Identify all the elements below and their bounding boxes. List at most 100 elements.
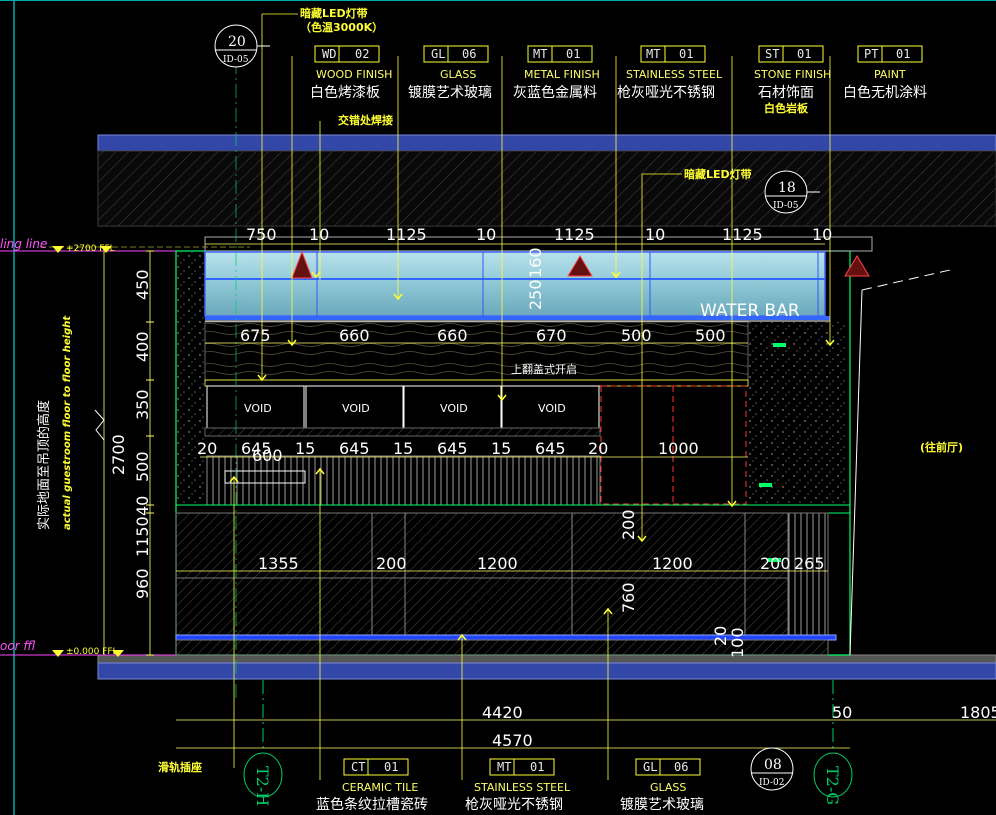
void-label: VOID — [538, 402, 566, 415]
dim-label: 20 — [711, 626, 730, 646]
dim-label: 760 — [619, 582, 638, 613]
dim-label: 750 — [246, 225, 277, 244]
tag-num: 01 — [797, 47, 811, 61]
tag-en: STAINLESS STEEL — [626, 68, 723, 81]
tag-code: GL — [431, 47, 445, 61]
tag-code: GL — [643, 760, 657, 774]
dim-label: 600 — [252, 446, 283, 465]
tag-cn: 枪灰哑光不锈钢 — [617, 84, 715, 101]
section-bubble-number: 08 — [764, 757, 782, 773]
dim-label: 1125 — [554, 225, 595, 244]
ceiling-line-label: ling line — [0, 237, 47, 251]
note-led-strip-mid: 暗藏LED灯带 — [684, 167, 752, 181]
dim-label: 10 — [309, 225, 329, 244]
tag-cn2: 白色岩板 — [764, 101, 809, 115]
dim-label: 250 — [526, 279, 545, 310]
tag-en: GLASS — [440, 68, 476, 81]
dim-label: 500 — [695, 326, 726, 345]
grid-axis-label: T2-G — [823, 766, 842, 805]
dim-label: 1355 — [258, 554, 299, 573]
height-label-en: actual guestroom floor to floor height — [62, 315, 73, 530]
dim-label: 960 — [133, 568, 152, 599]
dim-label: 400 — [133, 331, 152, 362]
note-slide-socket: 滑轨插座 — [158, 760, 202, 774]
dim-label: 265 — [794, 554, 825, 573]
note-led-strip-top: 暗藏LED灯带 — [300, 6, 368, 20]
dim-label: 1150 — [133, 516, 152, 557]
tag-num: 06 — [674, 760, 688, 774]
dim-label: 1200 — [477, 554, 518, 573]
section-bubble-sheet: ID-02 — [759, 778, 784, 788]
tag-num: 01 — [679, 47, 693, 61]
tag-num: 01 — [384, 760, 398, 774]
material-tag-ct01: CT 01 CERAMIC TILE 蓝色条纹拉槽瓷砖 — [316, 760, 428, 813]
dim-label: 1200 — [652, 554, 693, 573]
material-tags-top — [314, 45, 923, 63]
water-bar-label: WATER BAR — [700, 301, 800, 321]
tag-cn: 枪灰哑光不锈钢 — [465, 796, 563, 813]
dim-label: 670 — [536, 326, 567, 345]
tag-cn: 灰蓝色金属料 — [513, 84, 597, 101]
dim-label: 15 — [491, 439, 511, 458]
dim-label: 200 — [760, 554, 791, 573]
tag-cn: 石材饰面 — [758, 85, 814, 101]
note-to-lobby: (往前厅) — [920, 440, 963, 454]
dim-label: 350 — [133, 389, 152, 420]
section-bubble-number: 18 — [778, 180, 796, 196]
material-tag-mt01-steel: MT 01 STAINLESS STEEL 枪灰哑光不锈钢 — [617, 47, 723, 101]
tag-code: PT — [864, 47, 878, 61]
dim-label: 660 — [437, 326, 468, 345]
tag-en: CERAMIC TILE — [342, 781, 418, 794]
section-bubble-sheet: ID-05 — [773, 201, 799, 211]
tag-num: 06 — [462, 47, 476, 61]
dim-label: 500 — [621, 326, 652, 345]
tag-cn: 镀膜艺术玻璃 — [408, 84, 492, 101]
tag-cn: 白色无机涂料 — [843, 84, 927, 101]
tag-en: GLASS — [650, 781, 686, 794]
tag-en: WOOD FINISH — [316, 68, 392, 81]
tag-code: CT — [351, 760, 365, 774]
dim-label: 4570 — [492, 731, 533, 750]
dim-label: 40 — [133, 496, 152, 516]
material-tag-gl06: GL 06 GLASS 镀膜艺术玻璃 — [408, 47, 492, 101]
material-tag-wd02: WD 02 WOOD FINISH 白色烤漆板 — [310, 47, 392, 101]
tag-code: MT — [533, 47, 547, 61]
dim-label: 160 — [526, 247, 545, 278]
tag-num: 01 — [530, 760, 544, 774]
section-bubble-number: 20 — [228, 34, 246, 50]
material-tag-gl06-bottom: GL 06 GLASS 镀膜艺术玻璃 — [620, 760, 704, 813]
dim-label: 15 — [295, 439, 315, 458]
tag-cn: 白色烤漆板 — [310, 84, 380, 101]
void-label: VOID — [342, 402, 370, 415]
note-led-color-temp: （色温3000K） — [300, 20, 383, 34]
floor-level-value: ±0.000 FFL — [66, 647, 118, 657]
dim-label: 10 — [645, 225, 665, 244]
ceiling-level-value: +2700 FFL — [66, 244, 115, 254]
tag-num: 01 — [896, 47, 910, 61]
dim-label: 450 — [133, 269, 152, 300]
tag-code: MT — [646, 47, 660, 61]
tag-en: STAINLESS STEEL — [474, 781, 571, 794]
tag-num: 01 — [566, 47, 580, 61]
dim-label: 660 — [339, 326, 370, 345]
dim-label: 15 — [393, 439, 413, 458]
material-tag-st01: ST 01 STONE FINISH 石材饰面 白色岩板 — [754, 47, 831, 115]
dim-label: 50 — [832, 703, 852, 722]
tag-code: WD — [322, 47, 336, 61]
dim-label: 645 — [339, 439, 370, 458]
dim-label: 675 — [240, 326, 271, 345]
dim-label: 1125 — [722, 225, 763, 244]
dim-label: 645 — [437, 439, 468, 458]
dim-label: 4420 — [482, 703, 523, 722]
dim-label: 1805 — [960, 703, 996, 722]
dim-label: 10 — [476, 225, 496, 244]
tag-en: STONE FINISH — [754, 68, 831, 81]
dim-label: 1125 — [386, 225, 427, 244]
tag-cn: 镀膜艺术玻璃 — [620, 796, 704, 813]
dim-label: 20 — [588, 439, 608, 458]
dim-total-height: 2700 — [109, 434, 128, 475]
dim-label: 1000 — [658, 439, 699, 458]
dim-label: 10 — [812, 225, 832, 244]
